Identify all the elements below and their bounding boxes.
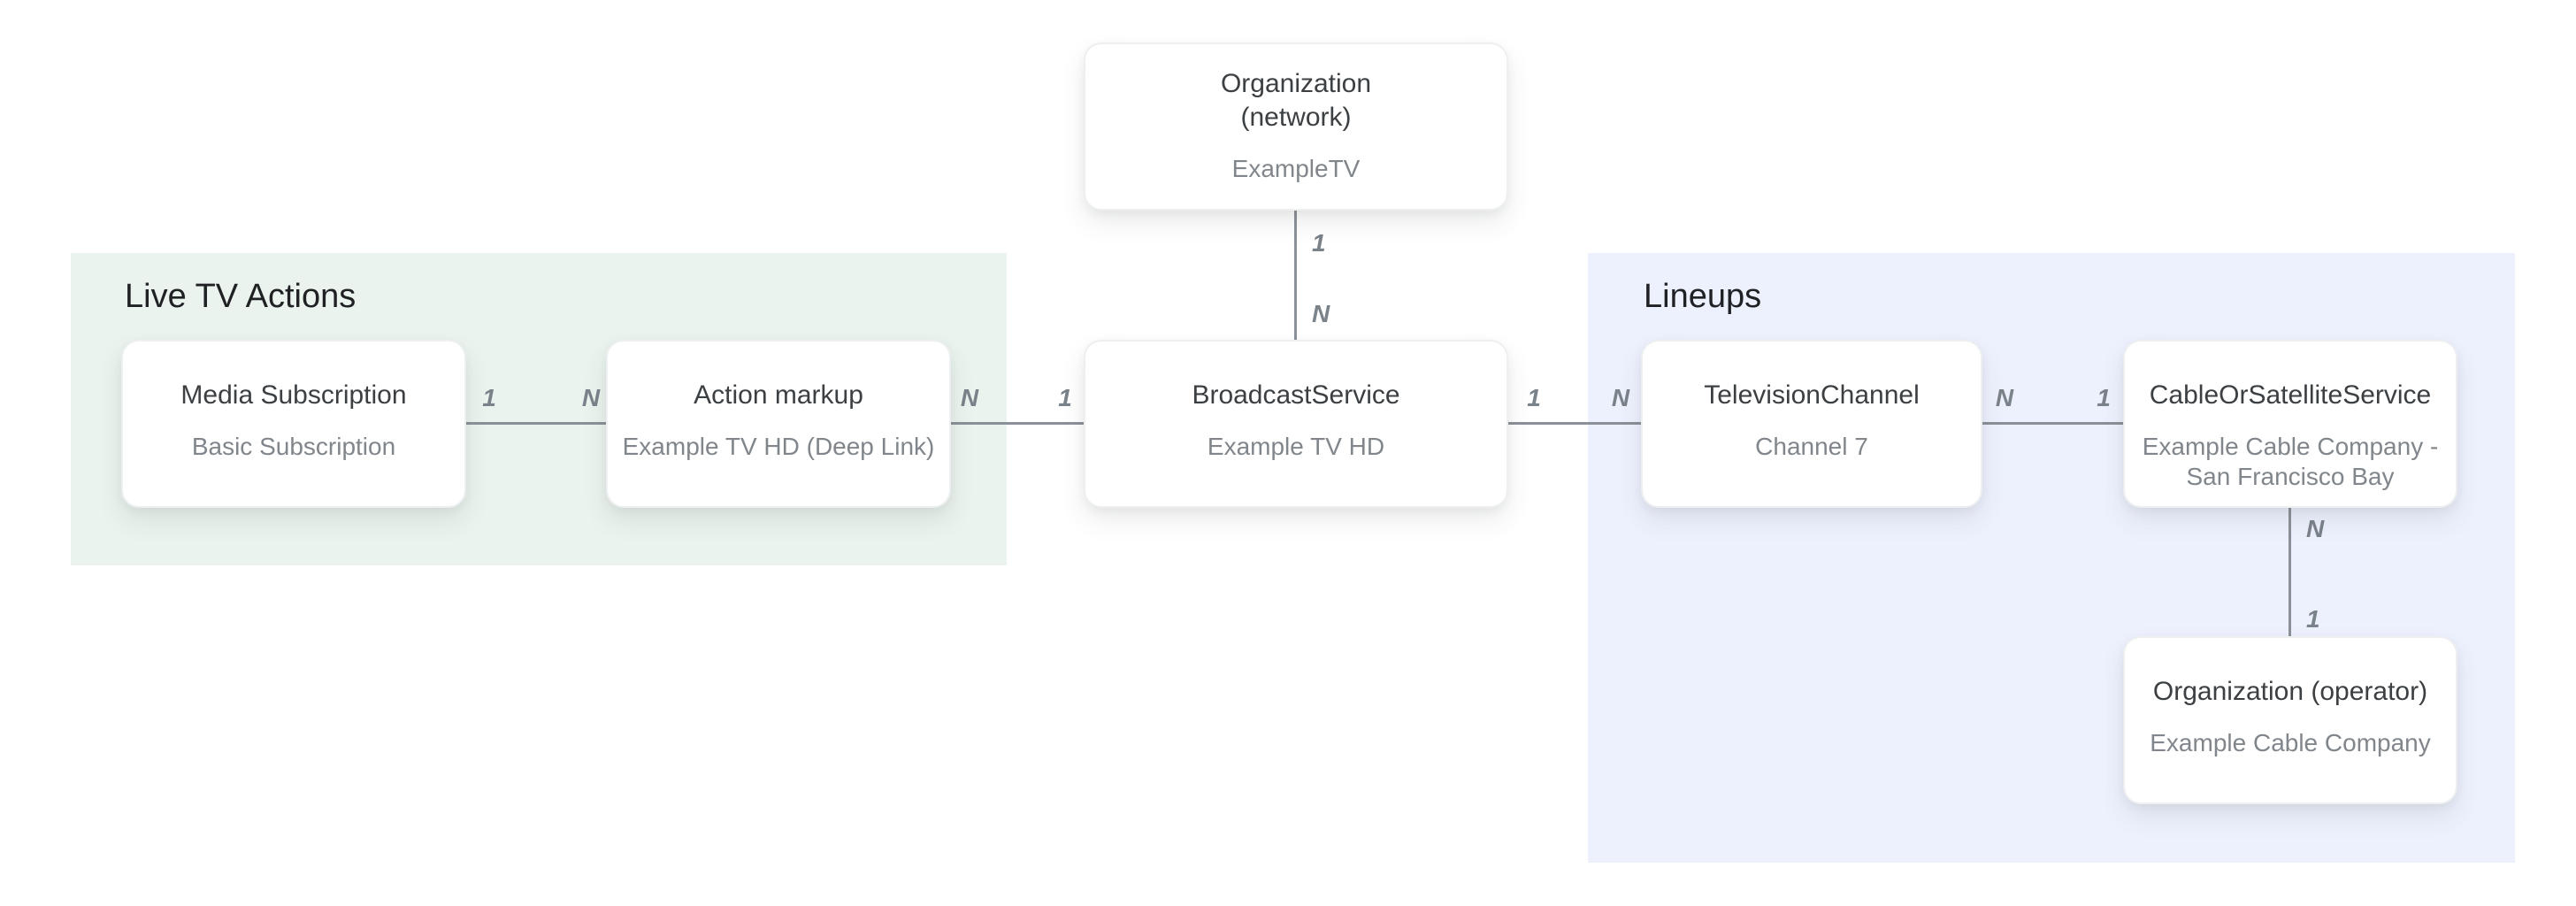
cardinality-media-to-action-1: 1 xyxy=(482,384,496,411)
node-subtitle: Example Cable Company xyxy=(2150,729,2431,756)
region-label-lineups: Lineups xyxy=(1644,278,1762,315)
node-subtitle: Example Cable Company - xyxy=(2142,433,2439,460)
node-subtitle: ExampleTV xyxy=(1231,155,1361,182)
cardinality-tv-to-cable-1: 1 xyxy=(2097,384,2111,411)
region-label-live-tv-actions: Live TV Actions xyxy=(125,278,356,315)
node-title: Action markup xyxy=(694,380,863,410)
node-title: Organization xyxy=(1220,69,1372,98)
node-subtitle: Channel 7 xyxy=(1755,433,1868,460)
node-title: TelevisionChannel xyxy=(1704,380,1920,410)
cardinality-broadcast-to-tv-n: N xyxy=(1611,384,1630,411)
node-title: Media Subscription xyxy=(180,380,407,410)
cardinality-network-to-broadcast-n: N xyxy=(1312,300,1330,327)
edge-media-to-action xyxy=(466,422,606,425)
edge-cable-to-operator xyxy=(2288,508,2291,636)
node-broadcast-service: BroadcastService Example TV HD xyxy=(1084,340,1508,508)
node-television-channel: TelevisionChannel Channel 7 xyxy=(1641,340,1982,508)
cardinality-tv-to-cable-n: N xyxy=(1995,384,2014,411)
node-subtitle: Basic Subscription xyxy=(191,433,396,460)
cardinality-cable-to-operator-n: N xyxy=(2306,515,2325,542)
node-action-markup: Action markup Example TV HD (Deep Link) xyxy=(606,340,951,508)
cardinality-network-to-broadcast-1: 1 xyxy=(1312,229,1326,257)
node-title: Organization (operator) xyxy=(2152,677,2428,706)
edge-action-to-broadcast xyxy=(951,422,1084,425)
node-title-line2: (network) xyxy=(1240,103,1352,132)
edge-network-to-broadcast xyxy=(1294,211,1297,340)
cardinality-cable-to-operator-1: 1 xyxy=(2306,605,2320,633)
node-cable-or-satellite-service: CableOrSatelliteService Example Cable Co… xyxy=(2123,340,2457,508)
node-media-subscription: Media Subscription Basic Subscription xyxy=(121,340,466,508)
node-subtitle-line2: San Francisco Bay xyxy=(2186,463,2395,490)
cardinality-action-to-broadcast-n: N xyxy=(960,384,979,411)
cardinality-broadcast-to-tv-1: 1 xyxy=(1527,384,1541,411)
cardinality-media-to-action-n: N xyxy=(581,384,601,411)
edge-broadcast-to-tv xyxy=(1508,422,1641,425)
cardinality-action-to-broadcast-1: 1 xyxy=(1058,384,1072,411)
node-title: CableOrSatelliteService xyxy=(2149,380,2432,410)
node-subtitle: Example TV HD (Deep Link) xyxy=(622,433,935,460)
node-org-operator: Organization (operator) Example Cable Co… xyxy=(2123,636,2457,804)
node-subtitle: Example TV HD xyxy=(1207,433,1385,460)
node-org-network: Organization (network) ExampleTV xyxy=(1084,42,1508,211)
edge-tv-to-cable xyxy=(1982,422,2123,425)
node-title: BroadcastService xyxy=(1192,380,1400,410)
